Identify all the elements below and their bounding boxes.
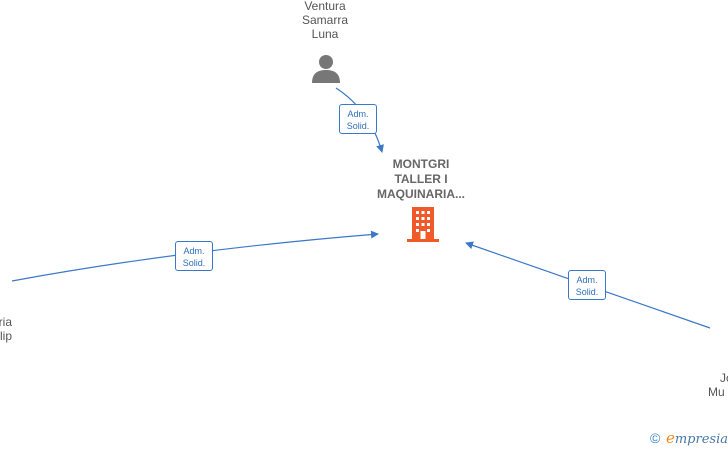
relation-label-line: Adm. [347, 109, 369, 119]
person-name-line: Ventura [304, 0, 346, 13]
relation-label-line: Solid. [575, 287, 599, 297]
person-name-line: ria [0, 315, 12, 329]
person-name-line: Luna [311, 27, 339, 41]
relation-label-top[interactable]: Adm. Solid. [339, 104, 377, 134]
person-name-line: Mu [708, 385, 725, 399]
brand-initial: e [665, 429, 675, 447]
relation-label-right[interactable]: Adm. Solid. [568, 270, 606, 300]
relation-label-line: Adm. [183, 246, 205, 256]
person-name-line: Jo [720, 371, 728, 385]
company-name-line: MONTGRI [392, 157, 450, 171]
copyright-icon: © [650, 430, 661, 446]
person-icon[interactable] [311, 53, 341, 88]
person-name-line: Samarra [301, 13, 348, 27]
building-icon[interactable] [407, 207, 439, 248]
person-name-line: lip [0, 329, 12, 343]
company-name-line: TALLER I [394, 172, 448, 186]
person-name-right: Jo Mu [708, 371, 728, 399]
relation-label-line: Solid. [346, 121, 370, 131]
relation-label-left[interactable]: Adm. Solid. [175, 241, 213, 271]
relation-label-line: Solid. [182, 258, 206, 268]
company-name-line: MAQUINARIA... [377, 187, 465, 201]
person-name-top: Ventura Samarra Luna [295, 0, 355, 41]
company-name[interactable]: MONTGRI TALLER I MAQUINARIA... [361, 157, 481, 202]
person-name-left: ria lip [0, 315, 12, 343]
brand-logo[interactable]: © empresia [650, 429, 728, 447]
relation-label-line: Adm. [576, 275, 598, 285]
brand-name: mpresia [674, 432, 728, 447]
